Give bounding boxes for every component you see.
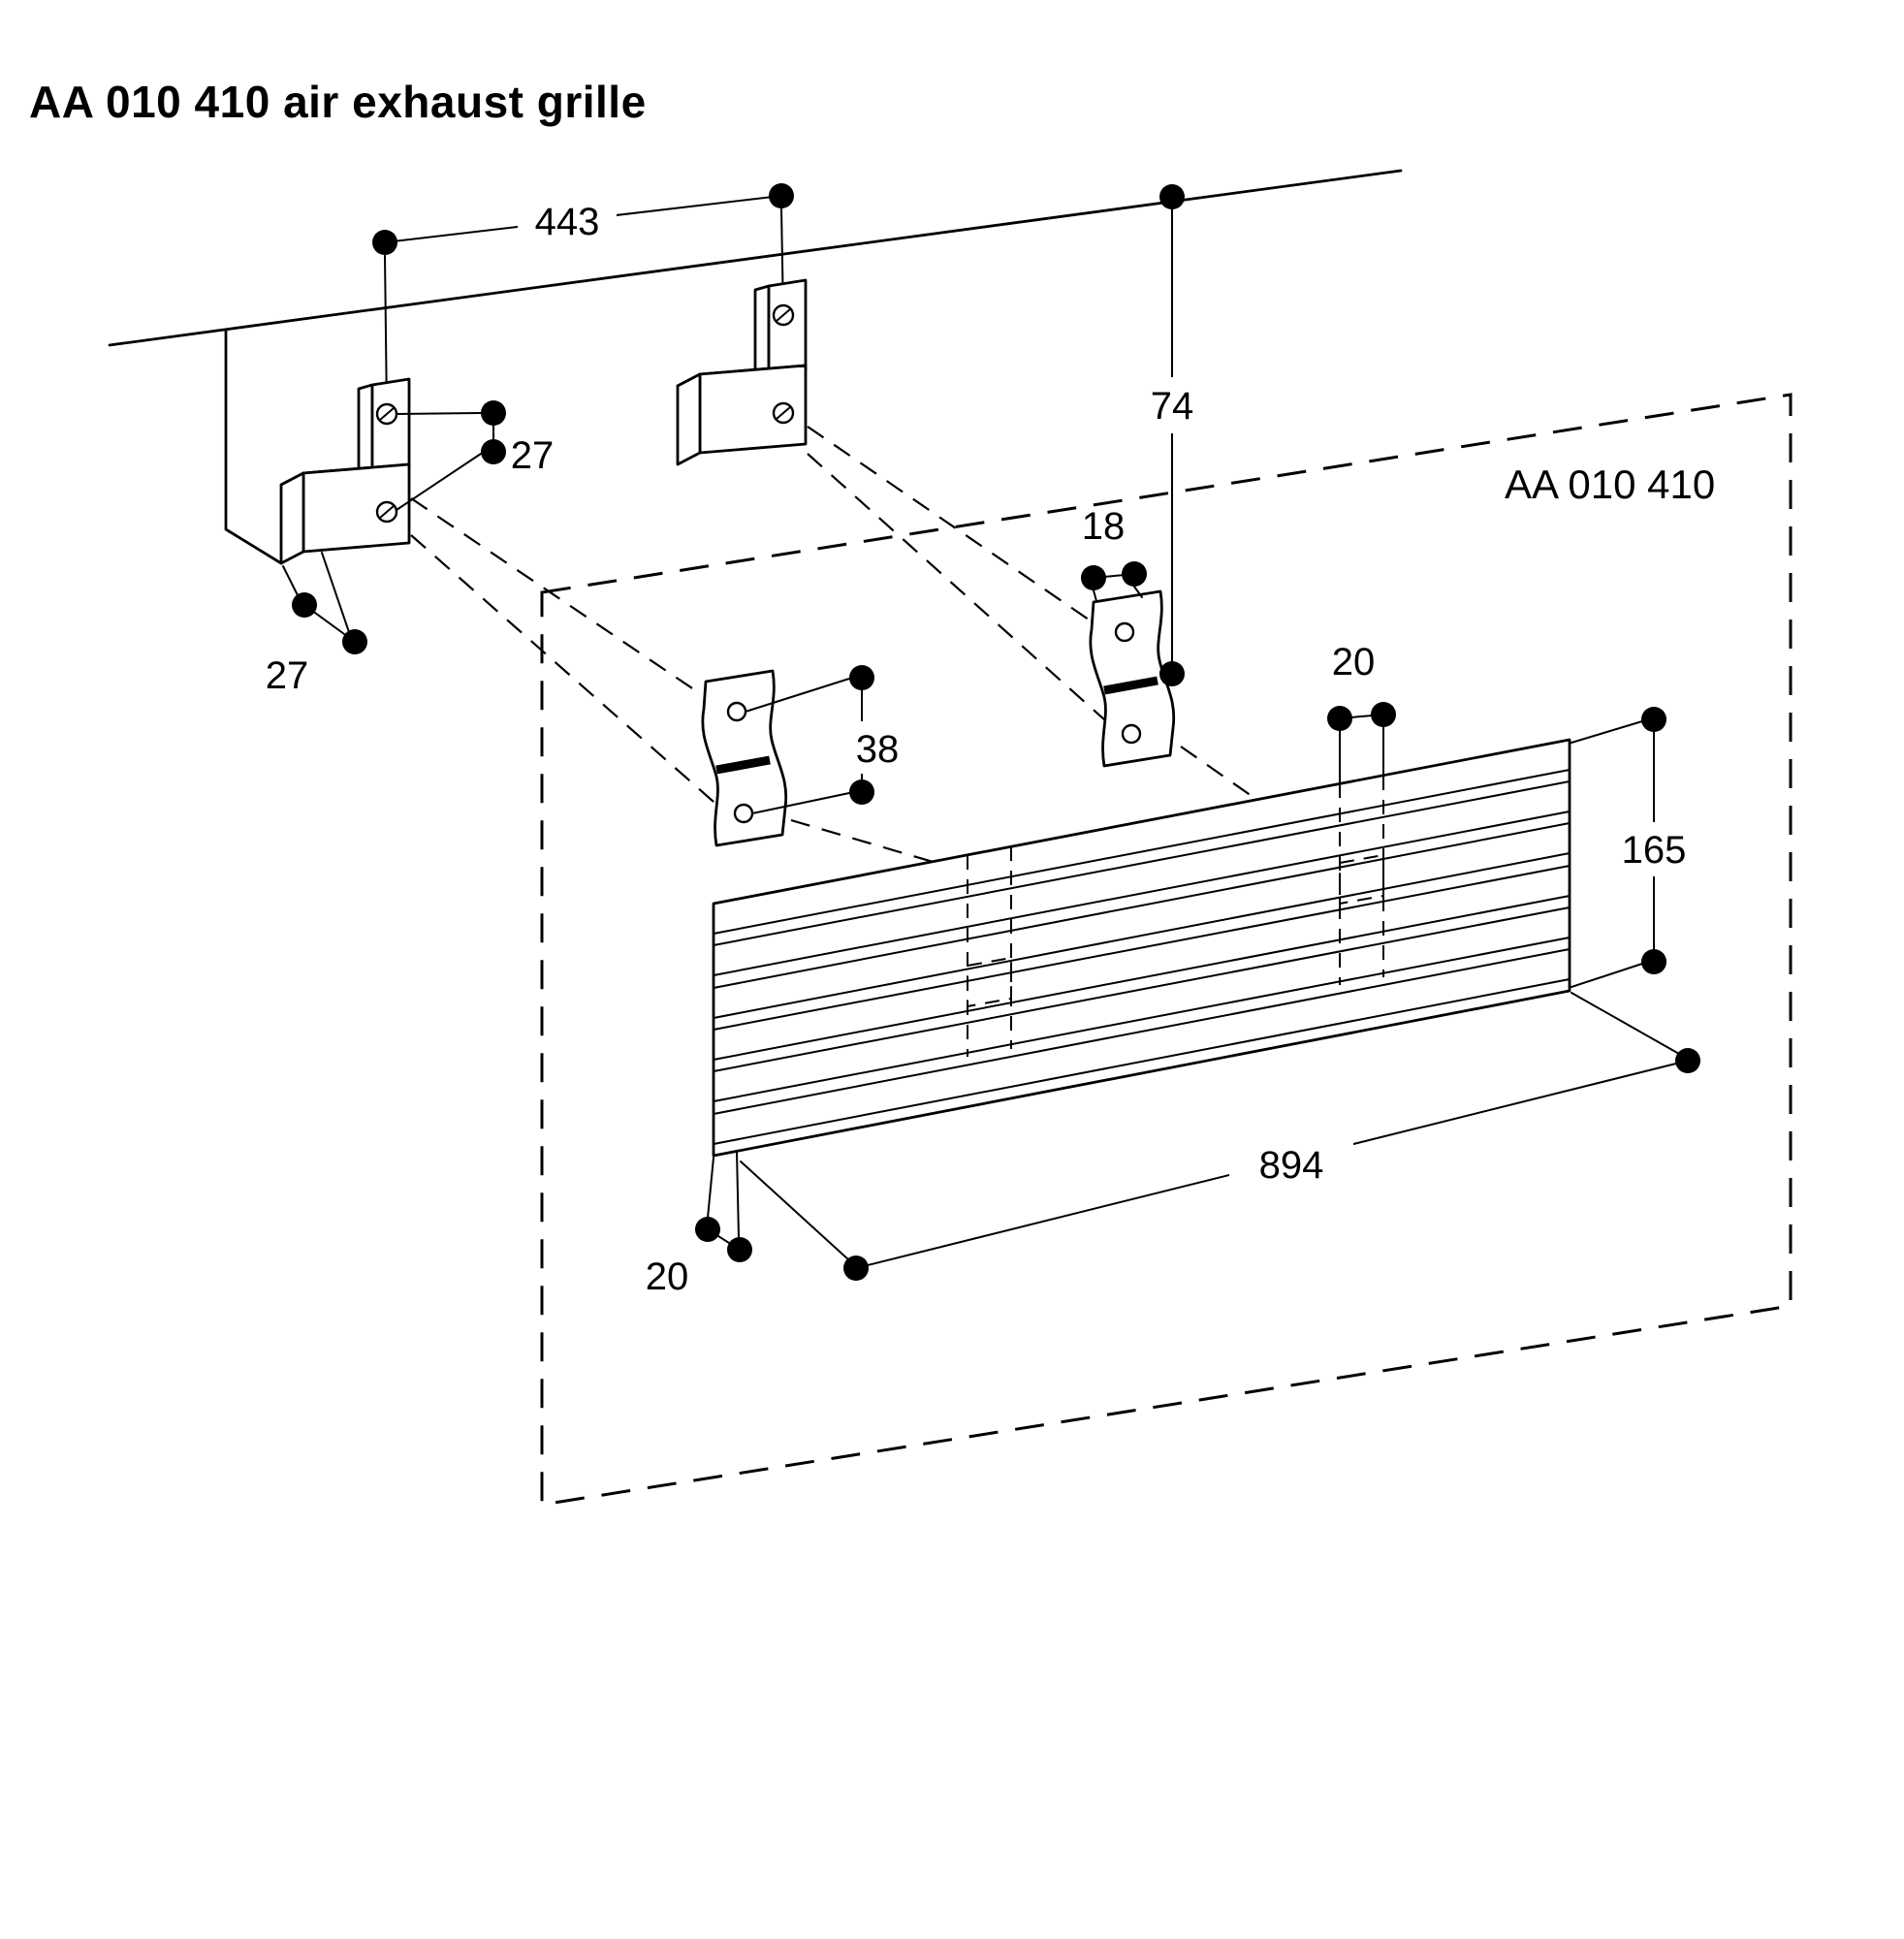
dimension-dot <box>1159 661 1185 686</box>
fixing-dashed-square-left <box>967 956 1012 1008</box>
dimension-443: 443 <box>372 183 794 255</box>
dimension-dot <box>1641 949 1666 974</box>
dimension-dot <box>481 400 506 426</box>
clip-hole <box>733 803 754 824</box>
page-title: AA 010 410 air exhaust grille <box>29 77 647 127</box>
clip-hole <box>1121 723 1142 745</box>
clip-hole <box>1114 621 1135 643</box>
dimension-dot <box>1675 1048 1700 1073</box>
dimension-dot <box>1122 561 1147 587</box>
assembly-projection-lines <box>410 426 1343 874</box>
dimension-label-894: 894 <box>1259 1144 1324 1187</box>
part-number-label: AA 010 410 <box>1505 461 1715 507</box>
dimension-20-bottom: 20 <box>646 1151 752 1298</box>
dimension-dot <box>769 183 794 208</box>
dimension-dot <box>481 439 506 464</box>
bracket-plate-front <box>370 377 411 479</box>
screw-slot <box>776 308 791 322</box>
fixing-dashed-lines-left <box>967 846 1012 1057</box>
fixing-dashed-square-right <box>1339 853 1384 906</box>
mounting-bracket-left <box>279 254 411 565</box>
grille-fixing-marks <box>967 776 1384 1057</box>
dimension-dot <box>1159 184 1185 209</box>
dimension-38: 38 <box>745 665 913 814</box>
spring-clip-right <box>1089 589 1176 768</box>
bracket-channel-end <box>279 471 305 565</box>
dimension-165: 165 <box>1571 707 1697 988</box>
dimension-894: 894 <box>740 992 1700 1281</box>
clip-hole <box>726 701 747 722</box>
dimension-74: 74 <box>1138 184 1206 686</box>
dimension-leaders <box>282 552 356 643</box>
cutout-dashed-outline <box>540 393 1793 1507</box>
ceiling-line <box>108 169 1403 347</box>
dimension-leaders <box>396 412 494 511</box>
dimension-dot <box>695 1217 720 1242</box>
dimension-27-lower: 27 <box>266 552 367 697</box>
mounting-bracket-right <box>676 207 808 466</box>
dimension-label-20-top: 20 <box>1332 641 1376 683</box>
clip-body <box>1089 589 1176 768</box>
dimension-label-27-lower: 27 <box>266 654 309 697</box>
dimension-dot <box>727 1237 752 1262</box>
label-backing <box>841 721 913 774</box>
dimension-label-20-bottom: 20 <box>646 1256 689 1298</box>
dimension-dot <box>372 230 397 255</box>
dimension-dot <box>1327 706 1352 731</box>
ceiling-edge <box>108 169 1403 565</box>
dimension-label-443: 443 <box>535 201 600 243</box>
dimension-dot <box>849 779 874 805</box>
dimension-20-top: 20 <box>1327 641 1396 784</box>
louvre-grille <box>712 738 1571 1158</box>
dimension-dot <box>843 1256 869 1281</box>
dimension-dot <box>1641 707 1666 732</box>
wall-section-edge <box>224 328 283 565</box>
label-backing <box>1229 1136 1353 1192</box>
clip-slot <box>1103 676 1158 695</box>
screw-slot <box>379 505 395 519</box>
dimension-18: 18 <box>1081 505 1147 602</box>
dimension-dot <box>342 629 367 654</box>
label-backing <box>1138 377 1206 433</box>
bracket-channel-end <box>676 372 702 466</box>
dimension-label-38: 38 <box>856 728 900 771</box>
dimension-dot <box>849 665 874 690</box>
screw-slot <box>776 406 791 420</box>
dimension-27-upper: 27 <box>396 400 555 511</box>
dimension-label-165: 165 <box>1622 829 1687 872</box>
grille-slat-lines <box>713 769 1571 1145</box>
dimension-label-18: 18 <box>1082 505 1126 548</box>
clip-slot <box>715 755 771 775</box>
screw-slot <box>379 407 395 421</box>
label-backing <box>1611 822 1697 876</box>
label-backing <box>518 192 617 248</box>
clip-body <box>701 669 788 847</box>
spring-clip-left <box>701 669 788 847</box>
dimension-dot <box>292 592 317 618</box>
dimension-label-74: 74 <box>1151 385 1194 428</box>
dimension-dot <box>1371 702 1396 727</box>
dimension-dot <box>1081 565 1106 590</box>
dimension-label-27-upper: 27 <box>511 434 555 477</box>
bracket-plate-front <box>767 278 808 380</box>
